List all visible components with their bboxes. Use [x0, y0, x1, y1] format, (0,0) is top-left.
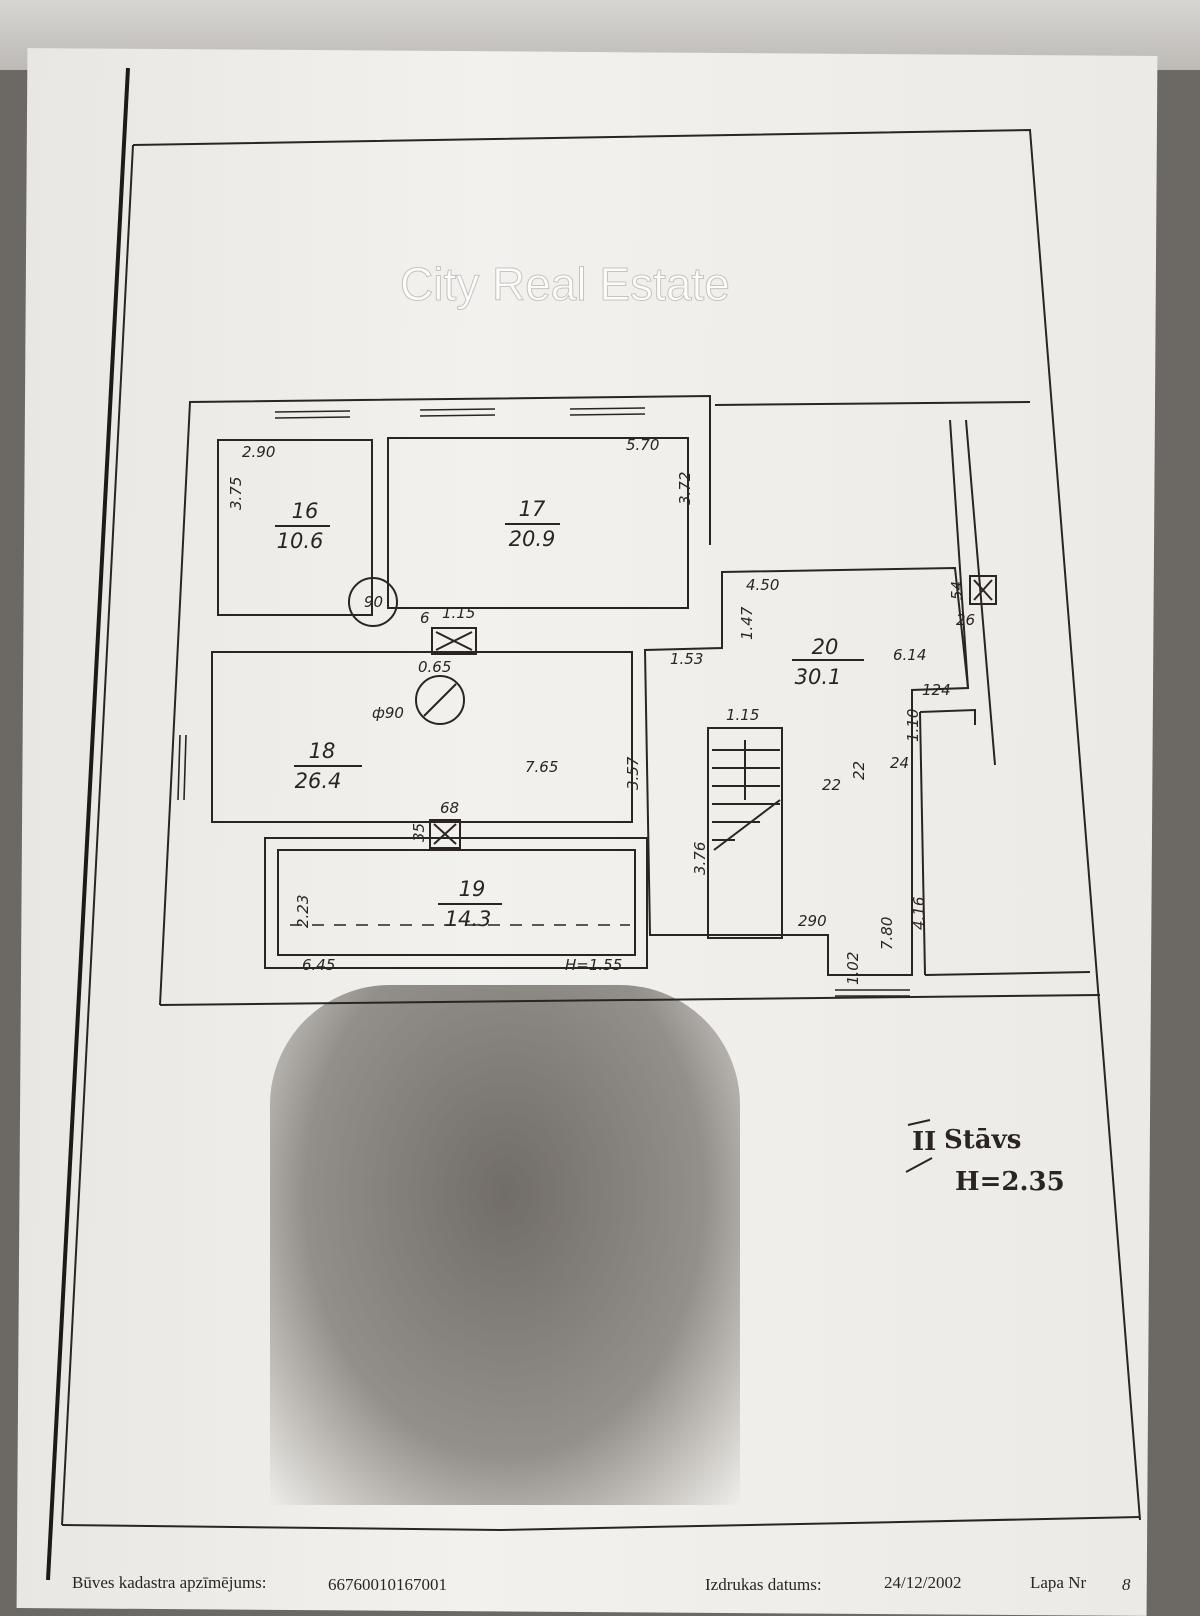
room-17-area: 20.9 — [509, 527, 556, 551]
room-18-number: 18 — [309, 739, 336, 763]
svg-text:3.72: 3.72 — [676, 472, 694, 505]
svg-text:90: 90 — [364, 593, 383, 611]
room-16-outline — [217, 439, 373, 616]
svg-text:3.75: 3.75 — [227, 477, 245, 510]
svg-text:1.02: 1.02 — [844, 952, 862, 985]
room-20-outline — [643, 566, 970, 976]
svg-text:4.16: 4.16 — [910, 897, 928, 930]
margin-line — [46, 67, 130, 1581]
svg-text:Stāvs: Stāvs — [944, 1125, 1021, 1155]
room-17-outline — [387, 437, 689, 609]
room-19-area: 14.3 — [445, 907, 492, 931]
outer-wall — [159, 394, 711, 1006]
svg-text:2.90: 2.90 — [242, 443, 275, 461]
svg-text:H=1.55: H=1.55 — [565, 956, 622, 974]
page-number: 8 — [1122, 1575, 1131, 1594]
svg-text:ф90: ф90 — [372, 704, 404, 722]
watermark: City Real Estate — [400, 258, 730, 310]
svg-text:1.15: 1.15 — [726, 706, 759, 724]
svg-text:24: 24 — [890, 754, 909, 772]
svg-text:22: 22 — [822, 776, 841, 794]
svg-text:26: 26 — [956, 611, 975, 629]
dimension-labels: 2.90 3.75 5.70 3.72 90 1.15 6 0.65 1.53 … — [227, 436, 975, 985]
svg-text:1.47: 1.47 — [738, 606, 756, 640]
print-date-label: Izdrukas datums: — [705, 1575, 822, 1594]
vent-icon — [429, 819, 461, 849]
svg-text:2.23: 2.23 — [294, 895, 312, 928]
svg-text:6.14: 6.14 — [893, 646, 926, 664]
svg-text:35: 35 — [410, 823, 428, 842]
svg-text:1.10: 1.10 — [904, 709, 922, 742]
svg-text:54: 54 — [948, 581, 966, 600]
svg-text:0.65: 0.65 — [418, 658, 451, 676]
room-16-area: 10.6 — [277, 529, 324, 553]
wall — [924, 971, 1091, 976]
svg-text:6.45: 6.45 — [302, 956, 335, 974]
svg-text:6: 6 — [420, 609, 430, 627]
svg-text:68: 68 — [440, 799, 459, 817]
room-18-area: 26.4 — [295, 769, 342, 793]
svg-text:II: II — [912, 1127, 936, 1157]
frame-border-left — [61, 144, 134, 1526]
svg-text:1.15: 1.15 — [442, 604, 475, 622]
svg-text:22: 22 — [850, 761, 868, 780]
svg-text:124: 124 — [922, 681, 951, 699]
svg-text:3.57: 3.57 — [624, 756, 642, 790]
svg-text:4.50: 4.50 — [746, 576, 779, 594]
room-18-outline — [211, 651, 633, 823]
frame-border — [132, 128, 1141, 1521]
corridor-wall — [949, 419, 969, 689]
svg-text:7.65: 7.65 — [525, 758, 558, 776]
window-marks — [177, 407, 910, 997]
chimney-icon — [348, 577, 398, 627]
page-label: Lapa Nr — [1030, 1573, 1087, 1592]
svg-text:290: 290 — [798, 912, 827, 930]
chimney-icon — [415, 675, 465, 725]
room-16-number: 16 — [292, 499, 319, 523]
wall — [919, 711, 926, 976]
vent-icon — [431, 627, 477, 655]
svg-text:7.80: 7.80 — [878, 917, 896, 950]
svg-text:5.70: 5.70 — [626, 436, 659, 454]
room-17-number: 17 — [519, 497, 546, 521]
print-date: 24/12/2002 — [884, 1573, 961, 1592]
room-19-number: 19 — [459, 877, 486, 901]
photo-shadow — [270, 985, 740, 1505]
outer-wall-bottom — [159, 994, 1101, 1006]
svg-text:1.53: 1.53 — [670, 650, 703, 668]
room-20-area: 30.1 — [795, 665, 842, 689]
floor-stamp: II Stāvs H=2.35 — [905, 1119, 1065, 1197]
room-19-outer — [264, 837, 648, 969]
cadastre-value: 66760010167001 — [328, 1575, 447, 1594]
svg-text:3.76: 3.76 — [691, 842, 709, 875]
wall — [919, 708, 976, 725]
vent-icon — [969, 575, 997, 605]
room-19-outline — [277, 849, 636, 956]
room-20-number: 20 — [812, 635, 839, 659]
cadastre-label: Būves kadastra apzīmējums: — [72, 1573, 267, 1592]
outer-wall-top-right — [714, 401, 1031, 406]
svg-text:H=2.35: H=2.35 — [955, 1167, 1065, 1197]
footer-line — [61, 1516, 1141, 1532]
staircase — [707, 727, 783, 939]
